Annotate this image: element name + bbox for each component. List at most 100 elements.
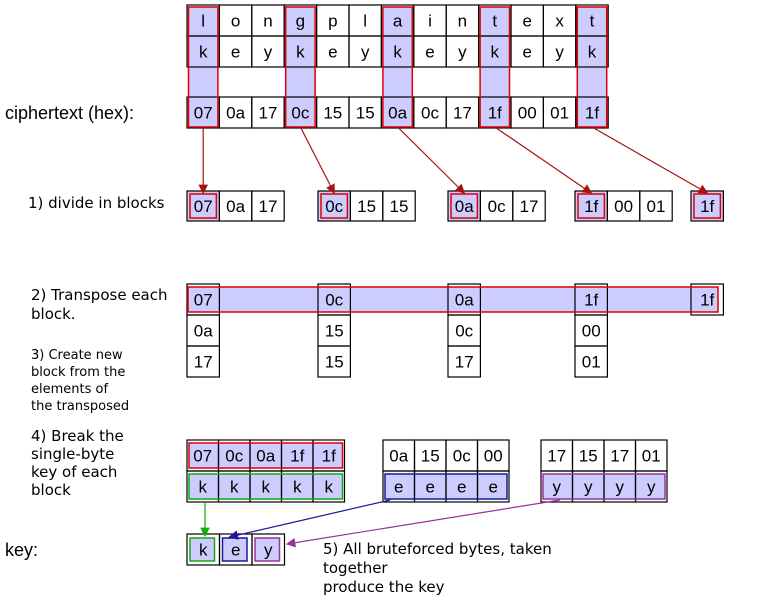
ciphertext-label: ciphertext (hex): [5,103,134,123]
step3-line1: 3) Create new [31,348,123,363]
plaintext-cell: l [363,12,367,31]
key-row-outline [188,473,344,500]
plaintext-cell: a [393,12,403,31]
keystream-cell: k [199,43,208,62]
ciphertext-cell-box [575,96,609,129]
new-block-key-cell: e [457,478,466,497]
block-cell: 0c [325,197,343,216]
block-first-byte-outline [577,193,606,219]
keystream-cell: k [296,43,305,62]
ciphertext-cell: 01 [550,104,569,123]
block-cell-box [317,190,352,222]
block-cell: 1f [584,197,598,216]
plaintext-cell: p [328,12,337,31]
ciphertext-cell: 0c [421,104,439,123]
key-arrow-y [285,499,561,548]
new-block-key-cell-box [312,470,346,503]
divide-arrow-4 [591,126,709,194]
plaintext-cell: o [231,12,240,31]
step5-line1: 5) All bruteforced bytes, taken [323,540,552,558]
step1-label: 1) divide in blocks [28,194,165,212]
new-block-cell: 17 [547,447,566,466]
keystream-cell: e [231,43,240,62]
ciphertext-cell: 15 [356,104,375,123]
block-cell: 01 [647,197,666,216]
new-block-key-cell: k [199,478,208,497]
key-cell: k [199,541,208,560]
key-row-outline [542,473,666,500]
new-block-key-cell-box [634,470,668,503]
transposed-cell: 0c [325,291,343,310]
new-block-key-cell: e [426,478,435,497]
new-block-key-cell: k [325,478,334,497]
transposed-cell: 07 [194,291,213,310]
ciphertext-cell: 1f [488,104,502,123]
new-block-key-cell: k [230,478,239,497]
key-cell: e [231,541,240,560]
new-block-key-cell: y [584,478,593,497]
block-cell: 15 [390,197,409,216]
new-block-cell: 0a [256,447,275,466]
plaintext-cell: g [296,12,305,31]
key-row-highlight [189,474,343,499]
block-cell: 0a [226,197,245,216]
transposed-cell: 17 [194,353,213,372]
ciphertext-cell: 07 [194,104,213,123]
plaintext-cell: i [428,12,432,31]
step4-line1: 4) Break the [31,427,124,445]
new-block-key-cell: e [394,478,403,497]
step2-line2: block. [31,305,76,323]
transposed-cell-box [690,283,725,316]
new-block-cell: 0c [453,447,471,466]
block-cell-box [447,190,482,222]
keystream-cell: e [328,43,337,62]
divide-arrow-3 [494,126,593,194]
step2-line1: 2) Transpose each [31,286,168,304]
step4-line4: block [31,481,71,499]
new-block-key-cell-box [476,470,510,503]
new-block-cell: 00 [484,447,503,466]
block-cell: 0c [488,197,506,216]
plaintext-cell: x [555,12,564,31]
transposed-cell: 1f [584,291,598,310]
new-block-cell: 01 [642,447,661,466]
transposed-cell: 0a [194,322,213,341]
new-block-cell: 15 [421,447,440,466]
plaintext-cell: e [522,12,531,31]
transpose-row-outline [187,286,719,313]
keystream-cell: y [458,43,467,62]
plaintext-cell: n [458,12,467,31]
step3-line3: elements of [31,382,108,397]
block-cell: 00 [614,197,633,216]
key-label: key: [5,540,38,560]
step5-line3: produce the key [323,578,445,596]
new-block-outline [188,442,344,469]
key-cell: y [264,541,273,560]
keystream-cell: k [491,43,500,62]
ciphertext-cell: 17 [259,104,278,123]
ciphertext-cell: 00 [518,104,537,123]
new-block-cell: 17 [610,447,629,466]
new-block-key-cell: y [647,478,656,497]
block-cell: 0a [455,197,474,216]
block-cell: 07 [194,197,213,216]
transposed-cell: 00 [582,322,601,341]
block-cell-box [690,190,725,222]
step4-line3: key of each [31,463,117,481]
new-block-key-cell: e [489,478,498,497]
key-row-outline [384,473,508,500]
key-byte-outline [254,537,281,562]
transpose-row-highlight [188,287,718,312]
new-block-cell: 07 [193,447,212,466]
step3-line4: the transposed [31,399,129,414]
transposed-cell: 0c [455,322,473,341]
divide-arrow-1 [299,126,335,195]
transposed-cell: 15 [325,322,344,341]
ciphertext-cell: 0a [226,104,245,123]
plaintext-cell: l [201,12,205,31]
block-cell-box [382,190,416,222]
transposed-cell: 0a [455,291,474,310]
step3-line2: block from the [31,365,125,380]
transposed-cell-box [186,345,221,378]
keystream-cell: y [361,43,370,62]
